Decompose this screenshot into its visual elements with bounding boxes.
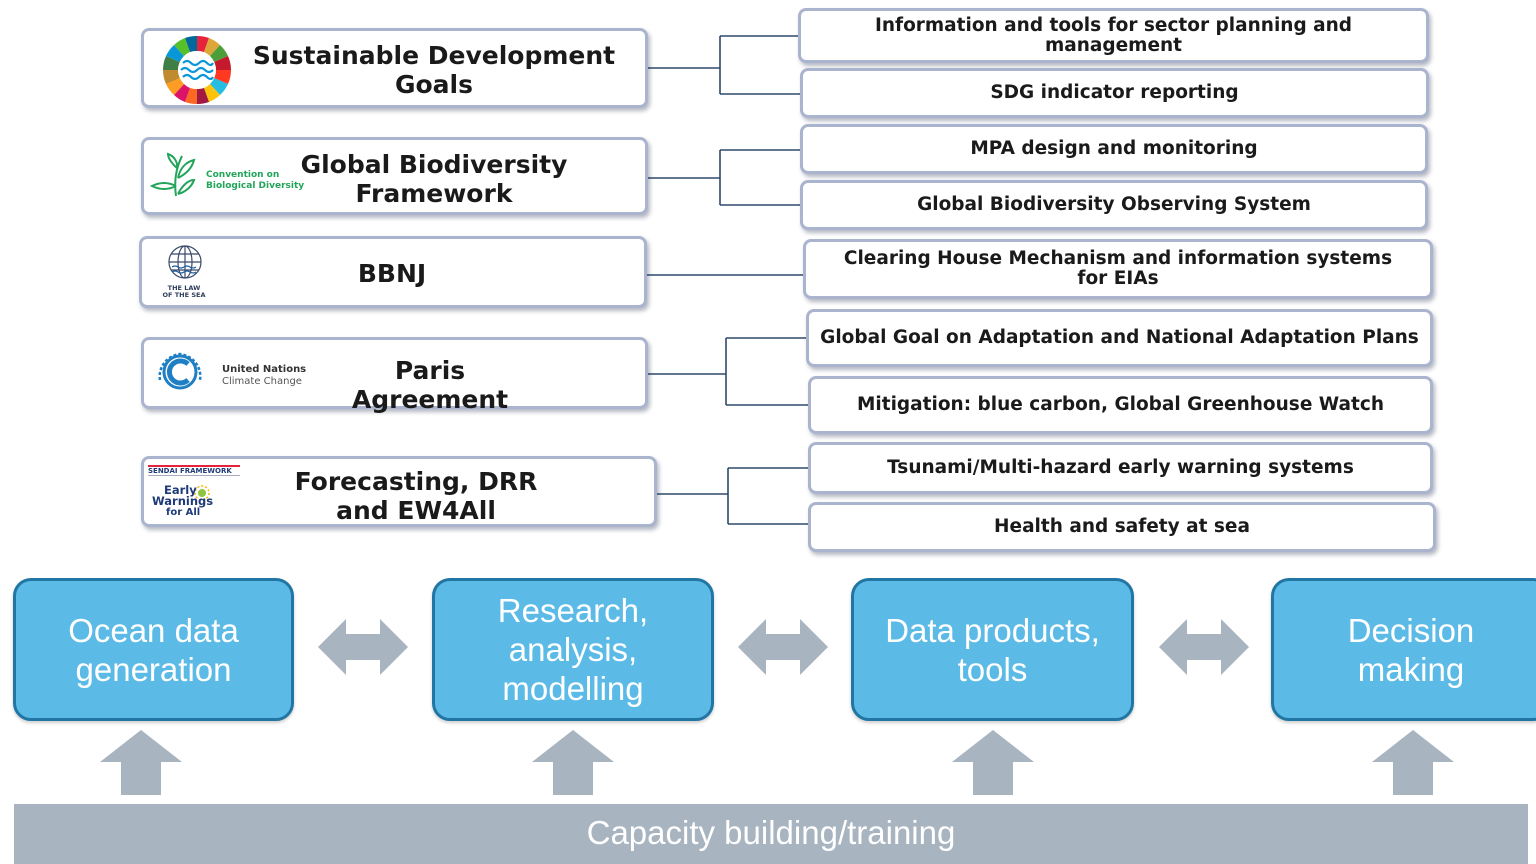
output-box: Information and tools for sector plannin… — [798, 8, 1429, 63]
ew4all-text: Early Warnings for All — [152, 483, 214, 518]
double-arrow-icon — [318, 619, 408, 675]
framework-title: Forecasting, DRR and EW4All — [294, 467, 538, 525]
flow-step-decision-making: Decision making — [1271, 578, 1536, 721]
cbd-logo-text: Convention on Biological Diversity — [206, 170, 305, 191]
double-arrow-icon — [738, 619, 828, 675]
framework-box-forecasting: SENDAI FRAMEWORK Early Warnings for All … — [141, 456, 657, 527]
framework-box-bbnj: THE LAW OF THE SEA BBNJ — [139, 236, 647, 308]
framework-box-gbf: Convention on Biological Diversity Globa… — [141, 137, 648, 215]
framework-title: Sustainable Development Goals — [252, 41, 616, 99]
output-box: SDG indicator reporting — [800, 68, 1429, 118]
law-of-the-sea-text: THE LAW OF THE SEA — [162, 284, 206, 299]
law-of-the-sea-globe-icon — [168, 245, 202, 279]
output-box: Mitigation: blue carbon, Global Greenhou… — [808, 376, 1433, 434]
flow-step-data-products: Data products, tools — [851, 578, 1134, 721]
flow-step-research: Research, analysis, modelling — [432, 578, 714, 721]
unfccc-emblem-icon — [158, 352, 202, 390]
output-box: Global Biodiversity Observing System — [800, 180, 1428, 230]
output-box: Tsunami/Multi-hazard early warning syste… — [808, 442, 1433, 494]
sendai-framework-text: SENDAI FRAMEWORK — [148, 465, 240, 476]
flow-step-ocean-data: Ocean data generation — [13, 578, 294, 721]
up-arrow-icon — [532, 730, 614, 795]
framework-title: Paris Agreement — [351, 356, 509, 414]
framework-title: Global Biodiversity Framework — [300, 150, 568, 208]
framework-box-paris: United Nations Climate Change Paris Agre… — [141, 337, 648, 414]
capacity-building-bar: Capacity building/training — [14, 804, 1528, 864]
framework-box-sdg: Sustainable Development Goals — [141, 28, 648, 108]
sdg-wheel-icon — [162, 35, 232, 105]
up-arrow-icon — [952, 730, 1034, 795]
output-box: Global Goal on Adaptation and National A… — [806, 309, 1433, 367]
unfccc-logo-text: United Nations Climate Change — [222, 364, 307, 387]
cbd-leaf-icon — [149, 152, 196, 197]
output-box: MPA design and monitoring — [800, 124, 1428, 174]
double-arrow-icon — [1159, 619, 1249, 675]
up-arrow-icon — [100, 730, 182, 795]
output-box: Health and safety at sea — [808, 502, 1436, 552]
up-arrow-icon — [1372, 730, 1454, 795]
output-box: Clearing House Mechanism and information… — [803, 239, 1433, 299]
framework-title: BBNJ — [357, 259, 427, 288]
ew4all-burst-icon — [194, 485, 210, 501]
